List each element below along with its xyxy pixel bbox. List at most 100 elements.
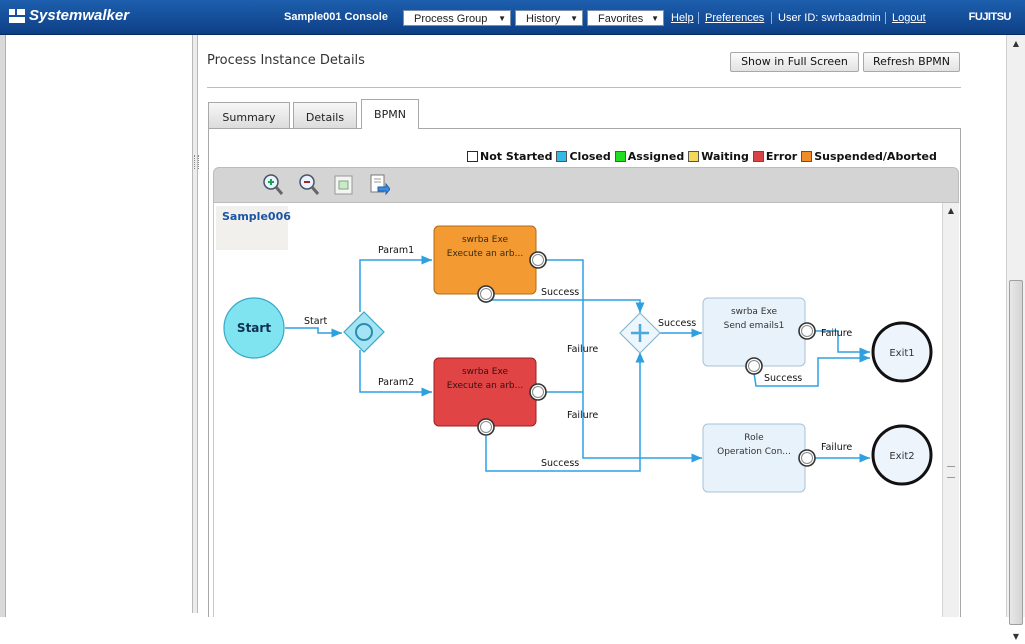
task-1-line1: swrba Exe [462,235,509,245]
inclusive-gateway[interactable] [343,311,385,353]
systemwalker-logo: Systemwalker [8,7,129,24]
bpmn-toolbar [213,167,959,203]
legend-swatch [688,151,700,162]
frame-edge [0,35,6,617]
boundary-events [477,251,816,467]
console-title: Sample001 Console [284,11,388,23]
page-title: Process Instance Details [207,53,365,68]
process-name: Sample006 [222,210,291,223]
tab-summary[interactable]: Summary [208,102,290,128]
bpmn-canvas[interactable] [213,203,943,617]
legend-label: Waiting [701,150,749,163]
status-legend: Not Started Closed Assigned Waiting Erro… [467,150,937,163]
flow-label-failure-3: Failure [821,328,852,339]
parallel-gateway[interactable] [619,312,661,354]
process-group-menu[interactable]: Process Group ▼ [403,10,511,26]
logo-text: Systemwalker [29,7,130,24]
legend-swatch [614,151,626,162]
flow-param2[interactable] [359,350,432,397]
page-vertical-scrollbar[interactable]: ▲ ▼ [1006,35,1025,641]
chevron-down-icon: ▼ [498,14,506,23]
task-2-line1: swrba Exe [462,367,509,377]
task-1-line2: Execute an arb... [447,249,523,259]
divider [207,87,961,88]
history-menu[interactable]: History ▼ [515,10,583,26]
scroll-thumb[interactable] [1009,280,1023,625]
bpmn-diagram: Start Param1 Param2 Success Failure Fail… [223,225,933,493]
pane-splitter[interactable] [192,35,199,613]
exit2-label: Exit2 [889,451,914,462]
legend-swatch [801,151,813,162]
legend-assigned: Assigned [614,150,685,163]
divider [885,12,886,24]
legend-error: Error [752,150,797,163]
divider [698,12,699,24]
chevron-down-icon: ▼ [651,14,659,23]
legend-closed: Closed [556,150,611,163]
task-execute-1[interactable]: swrba Exe Execute an arb... [433,225,537,295]
flow-success-2[interactable] [485,352,645,472]
flow-success-1[interactable] [485,299,645,313]
task-send-emails[interactable]: swrba Exe Send emails1 [702,297,806,367]
process-name-panel: Sample006 [216,206,291,250]
tab-details[interactable]: Details [293,102,357,128]
fit-to-window-icon[interactable] [333,173,355,197]
process-group-label: Process Group [414,13,488,25]
boundary-event-ring [532,254,544,266]
logout-link[interactable]: Logout [892,12,926,24]
canvas-vertical-scrollbar[interactable]: ▲ [942,203,959,617]
legend-swatch [752,151,764,162]
legend-label: Not Started [480,150,553,163]
left-navigation-pane [6,35,193,613]
help-link[interactable]: Help [671,12,694,24]
flow-label-success-1: Success [541,287,579,298]
legend-suspended-aborted: Suspended/Aborted [801,150,937,163]
splitter-grip-icon[interactable] [194,155,199,169]
flow-param1[interactable] [359,255,432,312]
boundary-event-ring [532,386,544,398]
zoom-in-icon[interactable] [262,173,284,197]
flow-start[interactable] [285,327,342,338]
scroll-down-icon[interactable]: ▼ [1012,632,1020,641]
task-role-operation[interactable]: Role Operation Con... [702,423,806,493]
flow-success-3[interactable] [753,353,870,387]
legend-swatch [556,151,568,162]
scroll-up-icon[interactable]: ▲ [1012,39,1020,48]
user-id: User ID: swrbaadmin [778,12,881,24]
boundary-event-ring [801,452,813,464]
start-event[interactable]: Start [223,297,285,359]
end-event-exit1[interactable]: Exit1 [871,321,933,383]
chevron-down-icon: ▼ [570,14,578,23]
scroll-up-icon[interactable]: ▲ [947,206,955,215]
flow-label-success-3: Success [764,373,802,384]
divider [771,12,772,24]
flow-label-param1: Param1 [378,245,414,256]
scroll-grip-icon[interactable] [947,466,955,478]
flow-label-success-2: Success [541,458,579,469]
tab-bpmn[interactable]: BPMN [361,99,419,129]
logo-mark-icon [9,8,25,23]
fujitsu-logo: FUJITSU [968,11,1012,23]
refresh-bpmn-button[interactable]: Refresh BPMN [863,52,960,72]
favorites-menu[interactable]: Favorites ▼ [587,10,664,26]
task-4-line2: Operation Con... [717,447,791,457]
history-label: History [526,13,561,25]
task-3-line1: swrba Exe [731,307,778,317]
boundary-event-ring [748,360,760,372]
top-bar: Systemwalker Sample001 Console Process G… [0,0,1025,35]
legend-label: Assigned [627,150,685,163]
favorites-label: Favorites [598,13,644,25]
zoom-out-icon[interactable] [298,173,320,197]
export-icon[interactable] [368,173,390,197]
end-event-exit2[interactable]: Exit2 [871,424,933,486]
task-3-line2: Send emails1 [724,321,785,331]
preferences-link[interactable]: Preferences [705,12,765,24]
flow-labels: Start Param1 Param2 Success Failure Fail… [304,245,852,469]
task-execute-2[interactable]: swrba Exe Execute an arb... [433,357,537,427]
flow-failure-1[interactable] [544,259,702,463]
start-label: Start [237,321,271,335]
show-full-screen-button[interactable]: Show in Full Screen [730,52,859,72]
legend-label: Closed [569,150,611,163]
flow-failure-3[interactable] [815,330,870,357]
legend-not-started: Not Started [467,150,552,163]
